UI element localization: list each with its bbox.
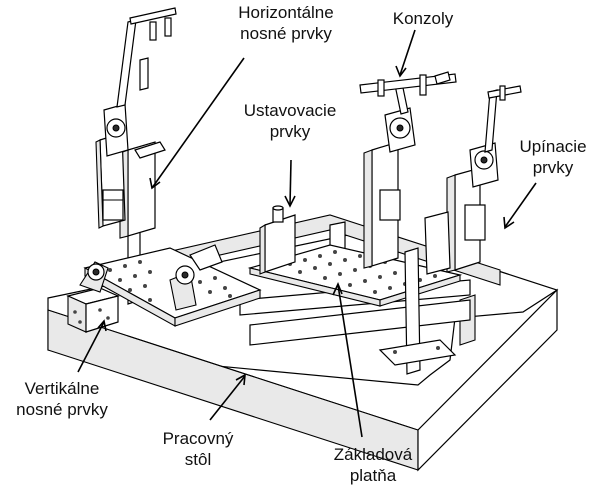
label-vertical-supports-line2: nosné prvky xyxy=(16,400,108,419)
label-clamping-elements-line2: prvky xyxy=(532,158,574,177)
label-locating-elements-line1: Ustavovacie xyxy=(243,101,337,120)
label-locating-elements-line2: prvky xyxy=(269,122,311,141)
left-hinge-clamp xyxy=(79,261,109,293)
label-work-table: Pracovný stôl xyxy=(148,428,248,470)
label-horizontal-supports: Horizontálne nosné prvky xyxy=(196,2,376,44)
label-horizontal-supports-line2: nosné prvky xyxy=(240,24,332,43)
label-clamping-elements-line1: Upínacie xyxy=(519,137,587,156)
corner-plate xyxy=(378,339,457,366)
label-brackets: Konzoly xyxy=(378,8,468,29)
left-plate-holes xyxy=(108,260,232,305)
label-locating-elements: Ustavovacie prvky xyxy=(230,100,350,142)
label-brackets-line1: Konzoly xyxy=(392,9,454,28)
label-work-table-line1: Pracovný xyxy=(162,429,234,448)
base-plate-holes xyxy=(288,250,437,294)
right-clamp-tower xyxy=(404,85,522,375)
label-horizontal-supports-line1: Horizontálne xyxy=(238,3,334,22)
base-plate xyxy=(247,244,463,307)
label-vertical-supports-line1: Vertikálne xyxy=(24,379,100,398)
center-clamp-tower xyxy=(359,71,457,269)
label-work-table-line2: stôl xyxy=(184,450,212,469)
left-clamp-tower xyxy=(95,7,177,239)
middle-swivel-clamp xyxy=(169,244,223,311)
locating-element xyxy=(259,205,296,275)
label-base-plate-line2: platňa xyxy=(349,466,397,485)
label-base-plate-line1: Základová xyxy=(333,445,413,464)
label-vertical-supports: Vertikálne nosné prvky xyxy=(4,378,120,420)
leader-lines xyxy=(77,29,537,438)
label-base-plate: Základová platňa xyxy=(318,444,428,486)
vertical-support-block xyxy=(66,287,120,333)
label-clamping-elements: Upínacie prvky xyxy=(508,136,598,178)
